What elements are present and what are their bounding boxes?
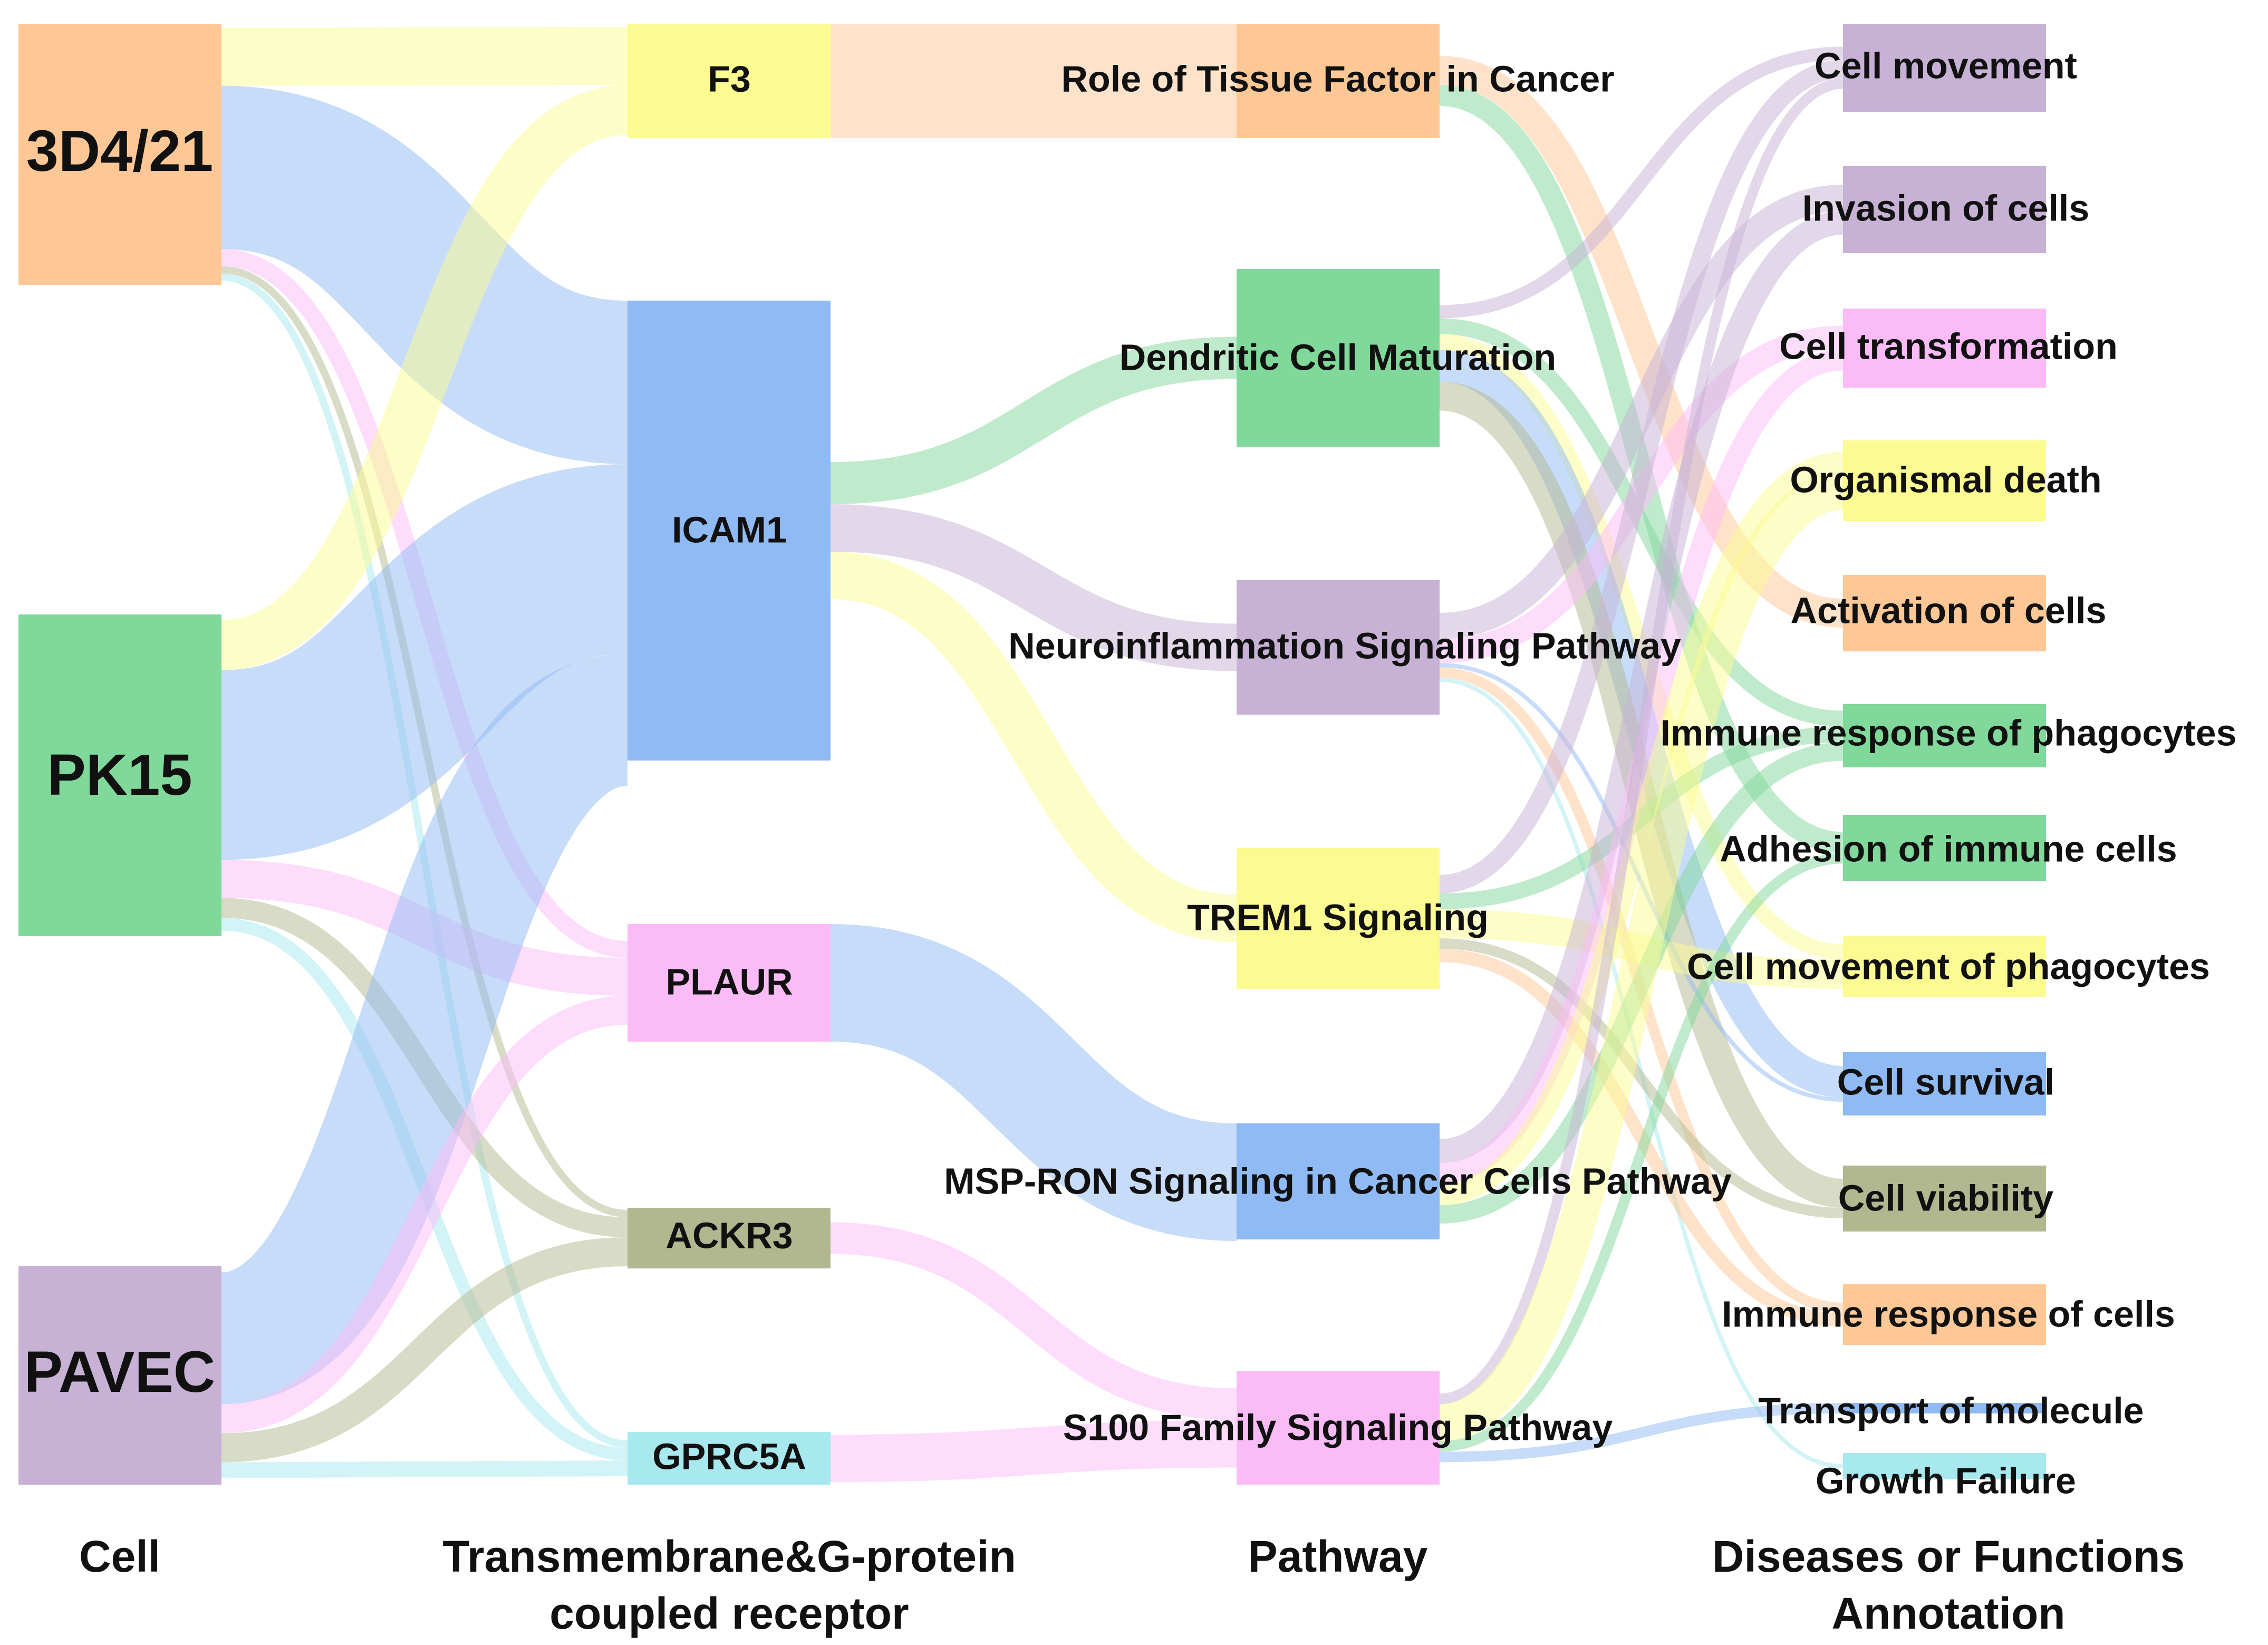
label-pk15: PK15	[47, 743, 192, 807]
flow-3d4-to-icam1	[219, 85, 630, 464]
node-bars	[18, 24, 2046, 1485]
node-s100-family-signaling-pathway	[1237, 1371, 1440, 1485]
label-organismal-death: Organismal death	[1790, 459, 2101, 500]
label-s100-family-signaling-pathway: S100 Family Signaling Pathway	[1063, 1407, 1613, 1448]
node-plaur	[628, 924, 831, 1042]
node-neuroinflammation-signaling-pathway	[1237, 580, 1440, 715]
node-cell-viability	[1843, 1166, 2046, 1232]
label-pavec: PAVEC	[24, 1340, 216, 1404]
flow-pavec-to-icam1	[217, 654, 632, 1404]
column-title-receptor-line-2: coupled receptor	[549, 1589, 909, 1638]
column-title-cell-line-1: Cell	[79, 1532, 160, 1581]
node-ackr3	[628, 1208, 831, 1268]
flow-s100-to-d_adh	[1439, 853, 1844, 1452]
label-cell-movement: Cell movement	[1815, 45, 2077, 86]
label-cell-viability: Cell viability	[1838, 1177, 2054, 1218]
node-activation-of-cells	[1843, 575, 2046, 651]
node-pavec	[18, 1266, 221, 1485]
label-neuroinflammation-signaling-pathway: Neuroinflammation Signaling Pathway	[1008, 625, 1681, 666]
column-title-disease-line-2: Annotation	[1831, 1589, 2065, 1638]
node-cell-movement	[1843, 24, 2046, 112]
column-title-disease-line-1: Diseases or Functions	[1712, 1532, 2185, 1581]
flow-pk15-to-icam1	[219, 464, 630, 860]
label-3d4-21: 3D4/21	[26, 119, 214, 184]
flow-icam1-to-neuro	[830, 504, 1237, 671]
node-icam1	[628, 301, 831, 761]
label-icam1: ICAM1	[672, 509, 787, 550]
node-cell-survival	[1843, 1052, 2046, 1115]
label-growth-failure: Growth Failure	[1816, 1460, 2076, 1501]
label-plaur: PLAUR	[665, 961, 793, 1002]
node-immune-response-of-phagocytes	[1843, 704, 2046, 767]
node-invasion-of-cells	[1843, 166, 2046, 253]
flow-dcm-to-d_move	[1439, 46, 1844, 319]
flow-pk15-to-f3	[220, 85, 629, 670]
label-immune-response-of-cells: Immune response of cells	[1722, 1293, 2175, 1334]
node-transport-of-molecule	[1843, 1403, 2046, 1413]
node-growth-failure	[1843, 1453, 2046, 1479]
column-title-receptor-line-1: Transmembrane&G-protein	[442, 1532, 1016, 1581]
flow-ackr3-to-s100	[830, 1222, 1237, 1420]
label-dendritic-cell-maturation: Dendritic Cell Maturation	[1119, 336, 1556, 378]
flow-msp-to-d_death	[1439, 451, 1844, 1205]
flow-pavec-to-gprc5a	[221, 1460, 628, 1478]
label-cell-movement-of-phagocytes: Cell movement of phagocytes	[1687, 946, 2210, 987]
flow-s100-to-d_move	[1439, 78, 1844, 1404]
label-transport-of-molecule: Transport of molecule	[1758, 1390, 2144, 1431]
label-cell-survival: Cell survival	[1837, 1061, 2054, 1102]
flow-dcm-to-d_irp	[1439, 318, 1844, 727]
flow-icam1-to-dcm	[830, 336, 1237, 504]
label-gprc5a: GPRC5A	[652, 1436, 806, 1477]
node-cell-movement-of-phagocytes	[1843, 936, 2046, 997]
label-cell-transformation: Cell transformation	[1779, 325, 2118, 367]
flow-trem1-to-d_viab	[1439, 938, 1844, 1218]
flow-3d4-to-f3	[221, 27, 628, 86]
label-trem1-signaling: TREM1 Signaling	[1187, 897, 1489, 938]
node-organismal-death	[1843, 440, 2046, 521]
node-adhesion-of-immune-cells	[1843, 815, 2046, 881]
node-role-of-tissue-factor-in-cancer	[1237, 24, 1440, 138]
node-dendritic-cell-maturation	[1237, 269, 1440, 447]
label-f3: F3	[708, 58, 751, 99]
label-role-of-tissue-factor-in-cancer: Role of Tissue Factor in Cancer	[1061, 58, 1615, 99]
flow-s100-to-d_death	[1438, 473, 1845, 1441]
label-ackr3: ACKR3	[665, 1215, 793, 1256]
column-title-pathway-line-1: Pathway	[1248, 1532, 1428, 1581]
flow-links	[217, 23, 1845, 1482]
label-msp-ron-signaling-in-cancer-cells-pathway: MSP-RON Signaling in Cancer Cells Pathwa…	[944, 1160, 1732, 1201]
node-cell-transformation	[1843, 309, 2046, 388]
flow-plaur-to-msp	[829, 924, 1238, 1241]
flow-neuro-to-d_inv	[1439, 185, 1844, 639]
label-activation-of-cells: Activation of cells	[1790, 590, 2106, 631]
label-immune-response-of-phagocytes: Immune response of phagocytes	[1660, 712, 2236, 753]
flow-pavec-to-ackr3	[221, 1237, 628, 1463]
label-adhesion-of-immune-cells: Adhesion of immune cells	[1720, 828, 2177, 869]
node-trem1-signaling	[1237, 848, 1440, 989]
column-titles: Cell Transmembrane&G-protein coupled recep…	[79, 1532, 2185, 1638]
flow-s100-to-d_trans_mol	[1439, 1403, 1844, 1463]
flow-pavec-to-plaur	[221, 996, 628, 1434]
node-pk15	[18, 614, 221, 936]
label-invasion-of-cells: Invasion of cells	[1802, 187, 2090, 228]
node-f3	[628, 24, 831, 138]
node-msp-ron-signaling-in-cancer-cells-pathway	[1237, 1123, 1440, 1239]
flow-gprc5a-to-s100	[830, 1420, 1237, 1482]
node-immune-response-of-cells	[1843, 1284, 2046, 1345]
node-gprc5a	[628, 1432, 831, 1485]
flow-msp-to-d_inv	[1439, 211, 1844, 1163]
flow-trem1-to-d_move	[1439, 60, 1844, 893]
flow-icam1-to-trem1	[830, 552, 1237, 942]
node-3d4-21	[18, 24, 221, 285]
